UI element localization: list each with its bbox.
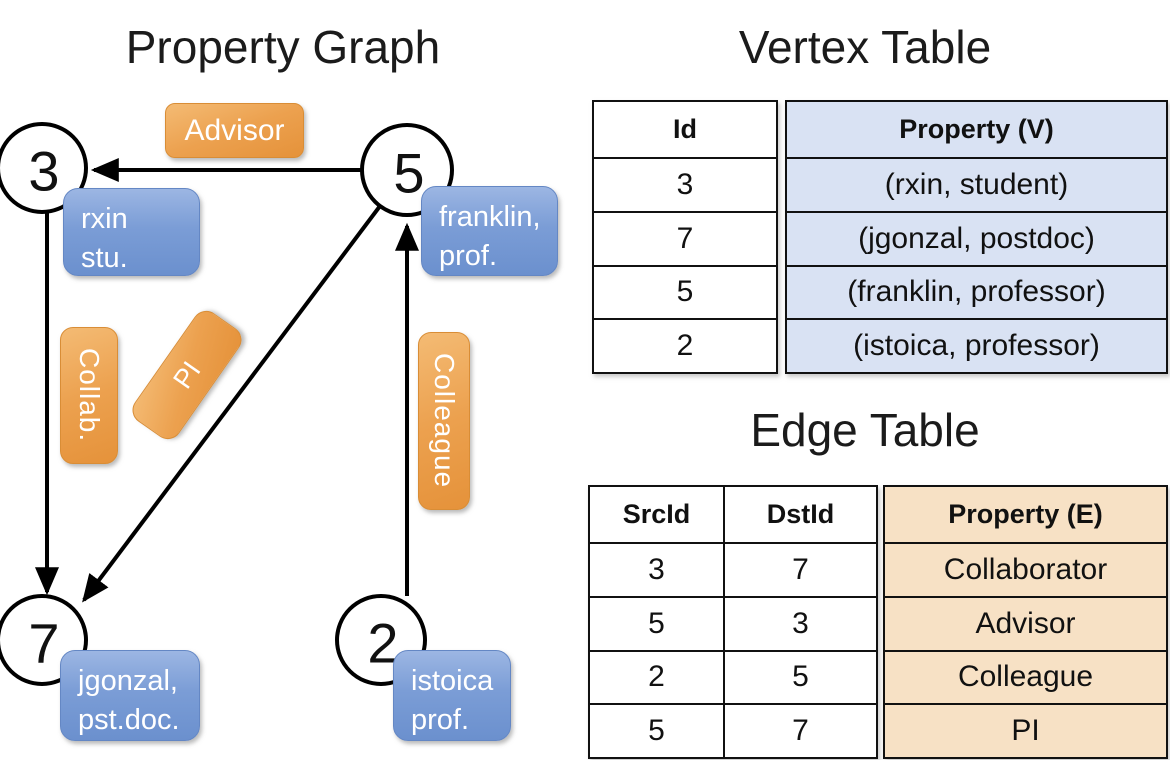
vertex-table-cell: 2: [594, 318, 776, 372]
property-graph-title: Property Graph: [125, 21, 441, 73]
vertex-table-cell: 7: [594, 210, 776, 265]
vertex-id-5: 5: [393, 141, 425, 205]
edge-table-header-dstid: DstId: [723, 487, 876, 542]
vertex-property-box-jgonzal: jgonzal, pst.doc.: [60, 650, 200, 741]
vertex-property-box-istoica: istoica prof.: [393, 650, 511, 741]
vertex-property-box-franklin: franklin, prof.: [421, 186, 558, 276]
edge-table-cell: 3: [723, 595, 876, 650]
edge-table-cell: 5: [590, 595, 723, 650]
vertex-property-line: franklin,: [439, 201, 541, 233]
edge-table-cell: PI: [885, 703, 1166, 757]
vertex-property-line: rxin: [81, 203, 128, 235]
vertex-property-line: jgonzal,: [78, 665, 178, 697]
vertex-table-cell: (istoica, professor): [787, 318, 1166, 372]
vertex-table-cell: (rxin, student): [787, 157, 1166, 211]
edge-table-cell: 2: [590, 649, 723, 704]
edge-table-cell: 5: [590, 703, 723, 757]
vertex-property-line: prof.: [439, 239, 498, 272]
edge-table-property-column: Property (E) Collaborator Advisor Collea…: [883, 485, 1168, 759]
edge-label-collab: Collab.: [60, 327, 118, 464]
edge-table-cell: 5: [723, 649, 876, 704]
vertex-property-line: pst.doc.: [78, 703, 180, 736]
edge-table-header-srcid: SrcId: [622, 499, 691, 529]
edge-table-cell: Collaborator: [885, 542, 1166, 596]
vertex-table-cell: 5: [594, 264, 776, 319]
edge-label-advisor: Advisor: [165, 103, 304, 158]
vertex-table-cell: (franklin, professor): [787, 264, 1166, 319]
vertex-table-header-property: Property (V): [899, 114, 1054, 144]
vertex-property-box-rxin: rxin stu.: [63, 188, 200, 276]
vertex-id-3: 3: [28, 139, 60, 203]
edge-table-id-columns: SrcId DstId 3 7 5 3 2 5 5 7: [588, 485, 878, 759]
vertex-table-cell: 3: [594, 157, 776, 211]
vertex-table-property-column: Property (V) (rxin, student) (jgonzal, p…: [785, 100, 1168, 374]
vertex-circle-3: [0, 122, 88, 214]
edge-label-colleague: Colleague: [418, 332, 470, 510]
vertex-table-cell: (jgonzal, postdoc): [787, 210, 1166, 265]
edge-table-cell: 3: [590, 542, 723, 596]
edge-table-title: Edge Table: [750, 404, 980, 456]
edge-table-cell: Colleague: [885, 649, 1166, 704]
vertex-table-id-column: Id 3 7 5 2: [592, 100, 778, 374]
vertex-table-title: Vertex Table: [738, 21, 992, 73]
edge-pi-arrow-5-to-7: [82, 204, 382, 603]
vertex-property-line: istoica: [411, 665, 494, 697]
edge-table-cell: Advisor: [885, 595, 1166, 650]
edge-table-header-property: Property (E): [948, 499, 1103, 529]
edge-table-cell: 7: [723, 703, 876, 757]
vertex-table-header-id: Id: [673, 114, 697, 144]
edge-table-cell: 7: [723, 542, 876, 596]
vertex-property-line: prof.: [411, 703, 470, 736]
vertex-id-7: 7: [28, 611, 60, 675]
vertex-property-line: stu.: [81, 241, 128, 274]
